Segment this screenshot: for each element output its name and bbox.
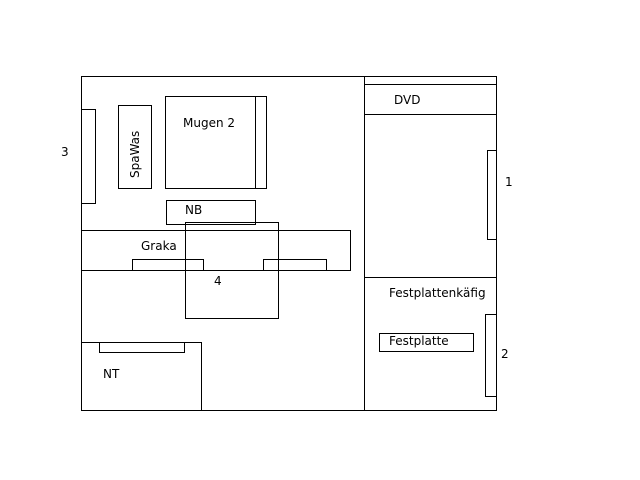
- fan-1: [487, 150, 497, 240]
- hdd: [379, 333, 474, 352]
- hdd-label: Festplatte: [389, 334, 449, 348]
- nb-label: NB: [185, 203, 202, 217]
- fan-1-label: 1: [505, 175, 513, 189]
- hdd-cage-label: Festplattenkäfig: [389, 286, 486, 300]
- northbridge: [166, 200, 256, 225]
- psu-fan: [99, 342, 185, 353]
- fan-3-label: 3: [61, 145, 69, 159]
- fan-4: [185, 222, 279, 319]
- fan-4-label: 4: [214, 274, 222, 288]
- mugen-cooler: [165, 96, 267, 189]
- spawas-heatsink: [118, 105, 152, 189]
- graka-connector-left: [132, 259, 204, 271]
- spawas-label: SpaWas: [128, 131, 142, 178]
- graka-connector-right: [263, 259, 327, 271]
- psu-label: NT: [103, 367, 120, 381]
- mugen-label: Mugen 2: [183, 116, 235, 130]
- dvd-label: DVD: [394, 93, 420, 107]
- graka-label: Graka: [141, 239, 177, 253]
- graphics-card: [81, 230, 351, 271]
- dvd-bay: [364, 84, 497, 115]
- fan-3: [81, 109, 96, 204]
- fan-2: [485, 314, 497, 397]
- fan-2-label: 2: [501, 347, 509, 361]
